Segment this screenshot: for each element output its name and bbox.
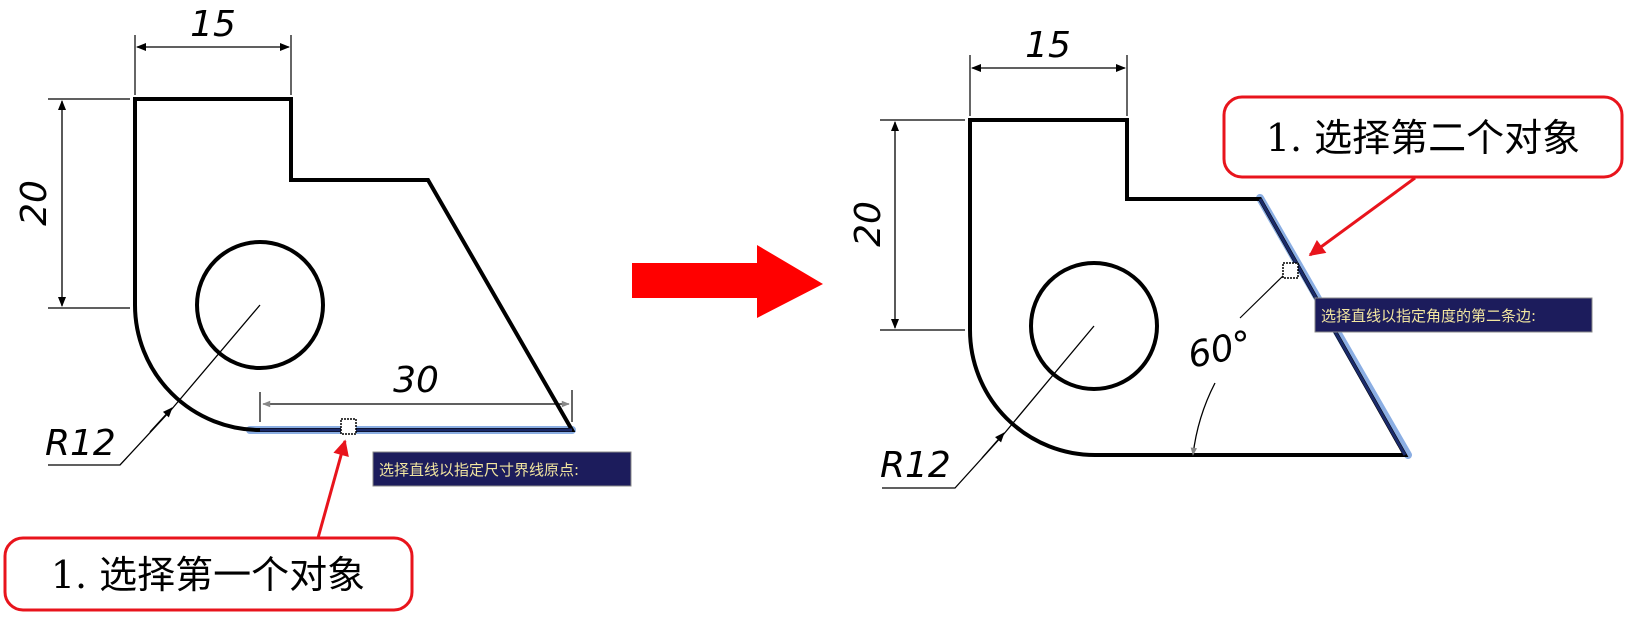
dim-height-label: 20 <box>14 180 55 226</box>
radius-leader <box>882 325 1095 489</box>
angle-leader <box>1239 271 1288 319</box>
dim-width-label: 15 <box>1025 25 1071 66</box>
part-outline <box>968 118 1409 457</box>
radius-leader <box>48 304 261 466</box>
right-panel: 15 20 60° R12 选择直线以指定角度的第二条边: 1. 选择第二个对象 <box>848 25 1624 489</box>
left-panel: 15 20 30 R12 选择直线以指定尺寸界线原点: 1. 选择第一个对象 <box>3 4 632 612</box>
dim-height-label: 20 <box>848 201 889 247</box>
callout-pointer <box>316 439 349 539</box>
radius-leader-arrow <box>149 407 173 433</box>
dim-base-label: 30 <box>393 360 439 401</box>
callout-pointer <box>1308 176 1416 257</box>
tooltip-text: 选择直线以指定角度的第二条边: <box>1321 307 1536 325</box>
tooltip: 选择直线以指定尺寸界线原点: <box>372 451 632 487</box>
radius-leader-arrow <box>981 432 1005 459</box>
radius-label: R12 <box>45 423 116 464</box>
right-arrow-icon <box>632 245 823 318</box>
tooltip-text: 选择直线以指定尺寸界线原点: <box>379 461 579 479</box>
angle-label: 60° <box>1184 323 1255 376</box>
pickbox-cursor <box>340 418 357 435</box>
angle-arc <box>1190 382 1216 456</box>
part-outline <box>133 97 576 432</box>
callout-second-object: 1. 选择第二个对象 <box>1222 95 1624 257</box>
callout-text: 1. 选择第一个对象 <box>51 553 365 597</box>
hole-circle <box>1029 261 1159 391</box>
callout-first-object: 1. 选择第一个对象 <box>3 439 414 612</box>
radius-label: R12 <box>880 445 951 486</box>
dim-width-label: 15 <box>190 4 236 45</box>
callout-text: 1. 选择第二个对象 <box>1266 116 1580 160</box>
tooltip: 选择直线以指定角度的第二条边: <box>1314 297 1593 333</box>
pickbox-cursor <box>1282 262 1299 279</box>
hole-circle <box>195 240 325 370</box>
